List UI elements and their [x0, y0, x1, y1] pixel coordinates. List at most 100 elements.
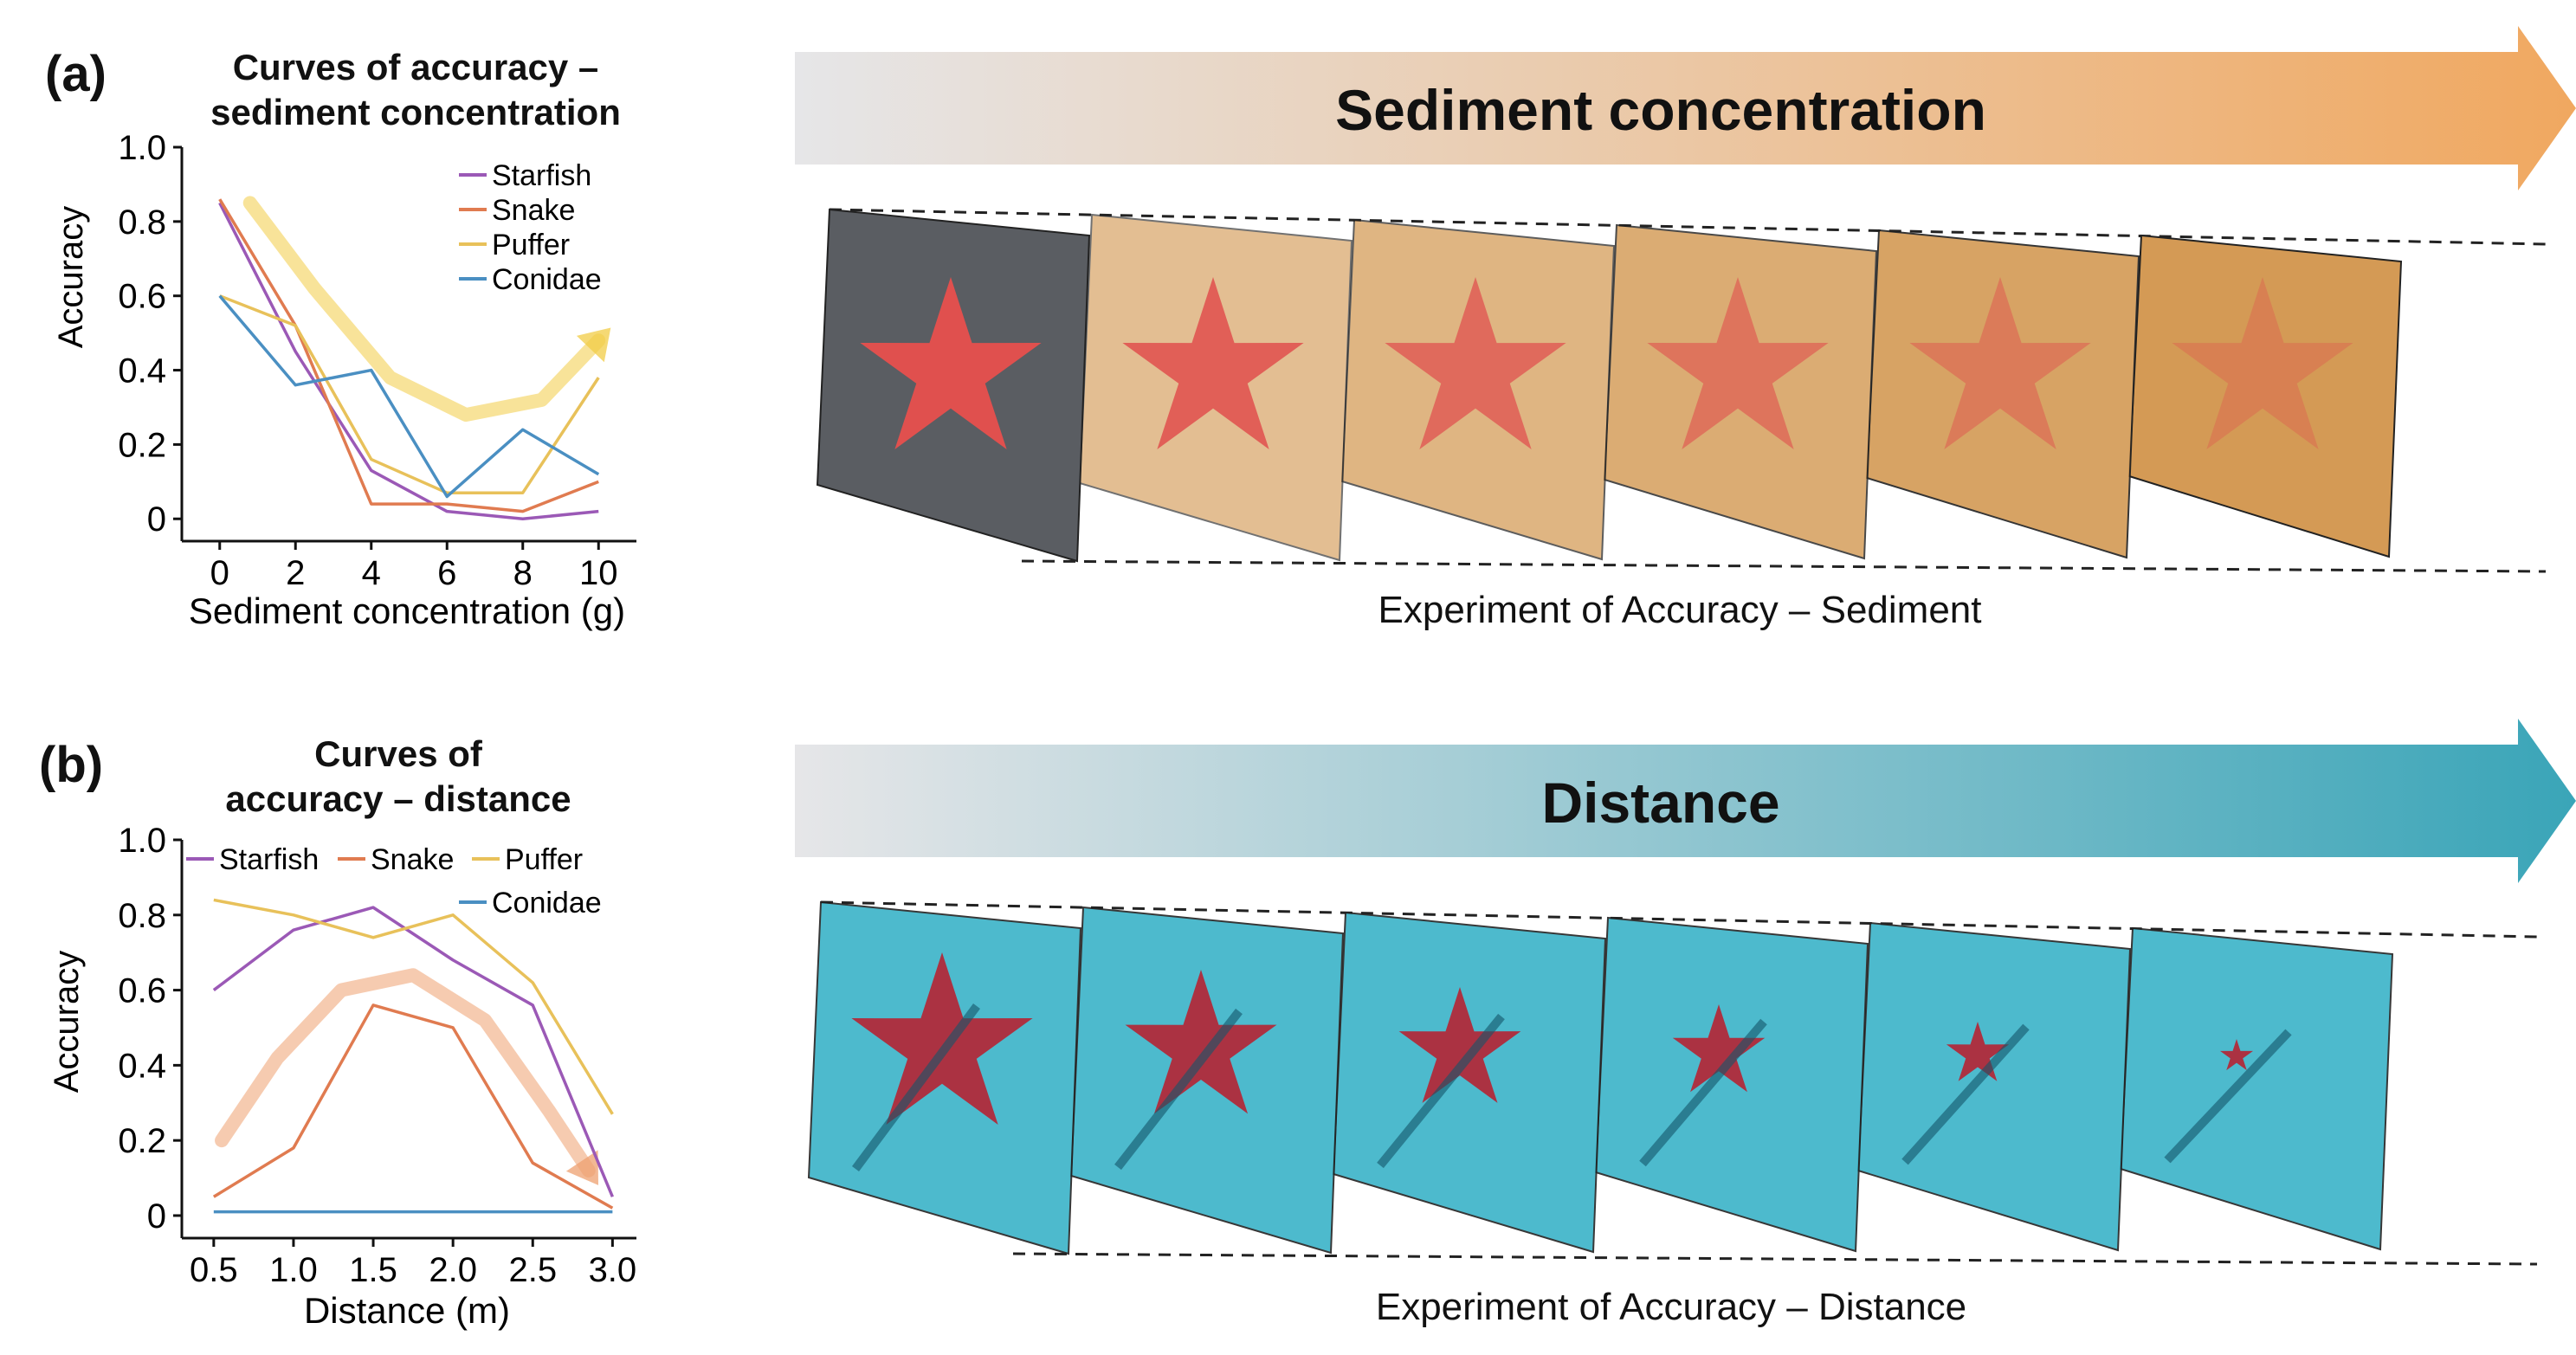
chart-a: Accuracy Sediment concentration (g) 0 0.2… [52, 129, 636, 631]
distance-starfish-sample [1672, 1004, 1766, 1093]
y-tick-label: 0.6 [118, 278, 166, 316]
series-line-starfish [218, 202, 599, 520]
x-tick-label: 2.5 [508, 1251, 557, 1289]
x-tick-label: 1.0 [269, 1251, 318, 1289]
distance-starfish-sample [851, 952, 1033, 1125]
series-line-starfish [212, 906, 614, 1197]
x-tick-label: 10 [579, 554, 618, 592]
legend-label-puffer: Puffer [492, 229, 570, 261]
chart-b-xlabel: Distance (m) [304, 1290, 510, 1331]
distance-photo-panel [2119, 926, 2394, 1251]
distance-guide-top [820, 900, 2538, 939]
y-tick-label: 0.2 [118, 426, 166, 464]
y-tick-label: 0.8 [118, 203, 166, 242]
legend-label-conidae: Conidae [492, 263, 602, 296]
y-tick-label: 0.4 [118, 1047, 166, 1085]
distance-photo-panel [1856, 921, 2132, 1252]
x-tick-label: 0 [210, 554, 229, 592]
photo-strip-sediment [816, 208, 2547, 573]
trend-arrow [242, 196, 606, 423]
distance-photo-frame [2119, 926, 2394, 1251]
chart-a-xlabel: Sediment concentration (g) [189, 590, 625, 631]
trend-arrow-head [565, 1150, 599, 1185]
distance-photo-frame [1069, 906, 1345, 1255]
x-tick-label: 1.5 [349, 1251, 397, 1289]
distance-starfish-sample [2219, 1039, 2254, 1071]
chart-b-title-line-1: Curves of [314, 733, 482, 774]
distance-photo-frame [1856, 921, 2132, 1252]
caption-sediment: Experiment of Accuracy – Sediment [1378, 589, 1982, 631]
y-tick-label: 0.2 [118, 1122, 166, 1160]
banner-arrow-distance: Distance [795, 719, 2576, 883]
banner-arrow-sediment: Sediment concentration [795, 26, 2576, 190]
series-line-snake [218, 198, 599, 513]
chart-a-title-line-1: Curves of accuracy – [232, 47, 599, 87]
legend-label-starfish: Starfish [219, 843, 319, 876]
series-line-puffer [213, 898, 614, 1115]
legend-label-snake: Snake [371, 843, 454, 876]
x-tick-label: 2 [286, 554, 305, 592]
sediment-starfish-sample [1909, 277, 2091, 449]
legend-label-snake: Snake [492, 194, 575, 227]
legend-label-starfish: Starfish [492, 159, 591, 192]
distance-lane-line [851, 1003, 981, 1171]
y-tick-label: 0.4 [118, 352, 166, 390]
banner-text-distance: Distance [1541, 771, 1779, 835]
sediment-starfish-sample [1647, 277, 1829, 449]
sediment-guide-bottom [1021, 559, 2547, 573]
y-tick-label: 0 [147, 1197, 166, 1236]
y-tick-label: 0.8 [118, 897, 166, 935]
chart-b-title-line-2: accuracy – distance [225, 778, 571, 819]
distance-starfish-sample [1398, 987, 1521, 1103]
chart-a-ylabel: Accuracy [52, 206, 90, 349]
legend-label-puffer: Puffer [505, 843, 583, 876]
distance-photo-panel [1594, 916, 1869, 1253]
sediment-photo-frame [816, 208, 1091, 563]
trend-arrow [215, 968, 596, 1178]
caption-distance: Experiment of Accuracy – Distance [1375, 1286, 1967, 1328]
chart-a-title: Curves of accuracy – sediment concentrat… [156, 45, 675, 135]
y-tick-label: 0.6 [118, 972, 166, 1010]
panel-label-a: (a) [45, 46, 107, 102]
x-tick-label: 0.5 [190, 1251, 238, 1289]
distance-lane-line [2164, 1029, 2292, 1164]
photo-strip-distance [807, 900, 2538, 1266]
chart-b: Accuracy Distance (m) 0 0.2 0.4 0.6 0.8 1.0 0.… [48, 822, 637, 1331]
trend-arrow-head [576, 327, 611, 363]
distance-lane-line [1114, 1008, 1243, 1171]
x-tick-label: 4 [362, 554, 381, 592]
distance-lane-line [1639, 1018, 1767, 1167]
chart-b-ylabel: Accuracy [48, 951, 86, 1094]
y-tick-label: 0 [147, 500, 166, 539]
distance-starfish-sample [1946, 1022, 2010, 1081]
distance-lane-line [1901, 1023, 2030, 1165]
sediment-starfish-sample [1385, 277, 1566, 449]
distance-photo-frame [1332, 911, 1607, 1254]
x-tick-label: 6 [437, 554, 456, 592]
sediment-photo-frame [1340, 218, 1616, 561]
series-line-conidae [218, 294, 600, 499]
legend-label-conidae: Conidae [492, 887, 602, 919]
x-tick-label: 8 [513, 554, 533, 592]
distance-photo-frame [807, 900, 1082, 1255]
distance-photo-frame [1594, 916, 1869, 1253]
distance-guide-bottom [1012, 1252, 2538, 1266]
chart-b-title: Curves of accuracy – distance [139, 732, 658, 822]
x-tick-label: 2.0 [429, 1251, 477, 1289]
series-line-snake [212, 1003, 614, 1210]
chart-a-title-line-2: sediment concentration [210, 92, 621, 132]
sediment-photo-frame [1603, 223, 1878, 560]
sediment-photo-frame [2127, 234, 2403, 558]
banner-text-sediment: Sediment concentration [1335, 78, 1986, 142]
y-tick-label: 1.0 [118, 129, 166, 167]
sediment-photo-frame [1078, 213, 1353, 562]
y-tick-label: 1.0 [118, 822, 166, 860]
x-tick-label: 3.0 [589, 1251, 637, 1289]
sediment-starfish-sample [2172, 277, 2353, 449]
sediment-starfish-sample [1122, 277, 1304, 449]
distance-starfish-sample [1125, 970, 1277, 1114]
panel-label-b: (b) [39, 737, 104, 793]
sediment-starfish-sample [860, 277, 1042, 449]
series-line-puffer [219, 294, 600, 494]
distance-lane-line [1377, 1013, 1505, 1169]
